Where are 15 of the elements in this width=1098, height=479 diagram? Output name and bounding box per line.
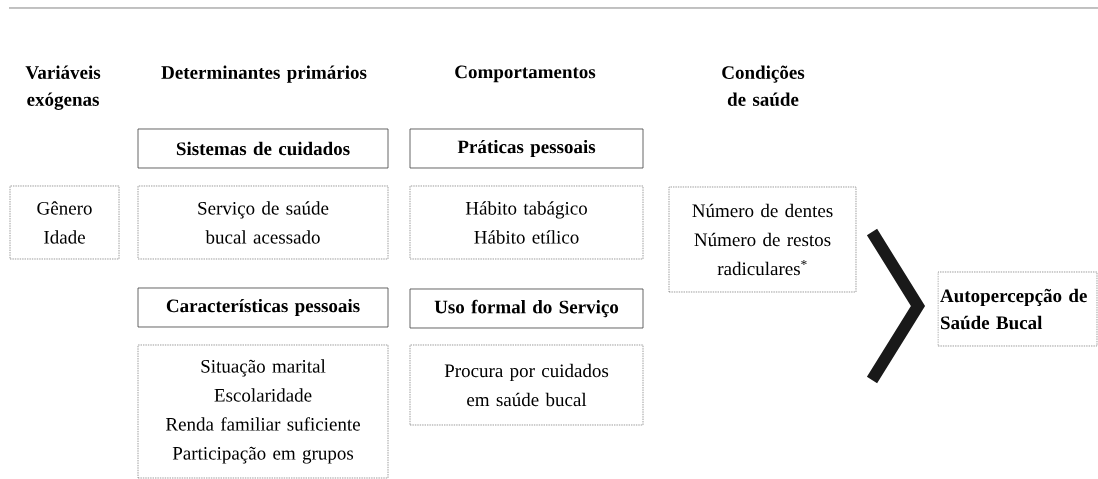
column-heading: Comportamentos	[455, 65, 596, 83]
variable-box: Número de dentes Número de restos radiculares$^{*}$	[668, 186, 857, 293]
column-heading: Variáveis exógenas	[25, 65, 101, 110]
column-heading: Determinantes primários	[161, 65, 367, 83]
heading-box: Práticas pessoais	[409, 128, 644, 169]
heading-box: Sistemas de cuidados	[137, 128, 389, 169]
variable-box: Hábito tabágico Hábito etílico	[409, 185, 644, 260]
outcome-box: Autopercepção de Saúde Bucal	[937, 271, 1098, 347]
heading-box: Uso formal do Serviço	[409, 288, 644, 329]
variable-box: Procura por cuidados em saúde bucal	[409, 344, 644, 426]
heading-box: Características pessoais	[137, 287, 389, 328]
column-heading: Condições de saúde	[722, 65, 805, 106]
variable-box: Situação marital Escolaridade Renda familiar suficiente Participação em grupos	[137, 344, 389, 479]
variable-box: Gênero Idade	[9, 185, 120, 260]
variable-box: Serviço de saúde bucal acessado	[137, 185, 389, 260]
